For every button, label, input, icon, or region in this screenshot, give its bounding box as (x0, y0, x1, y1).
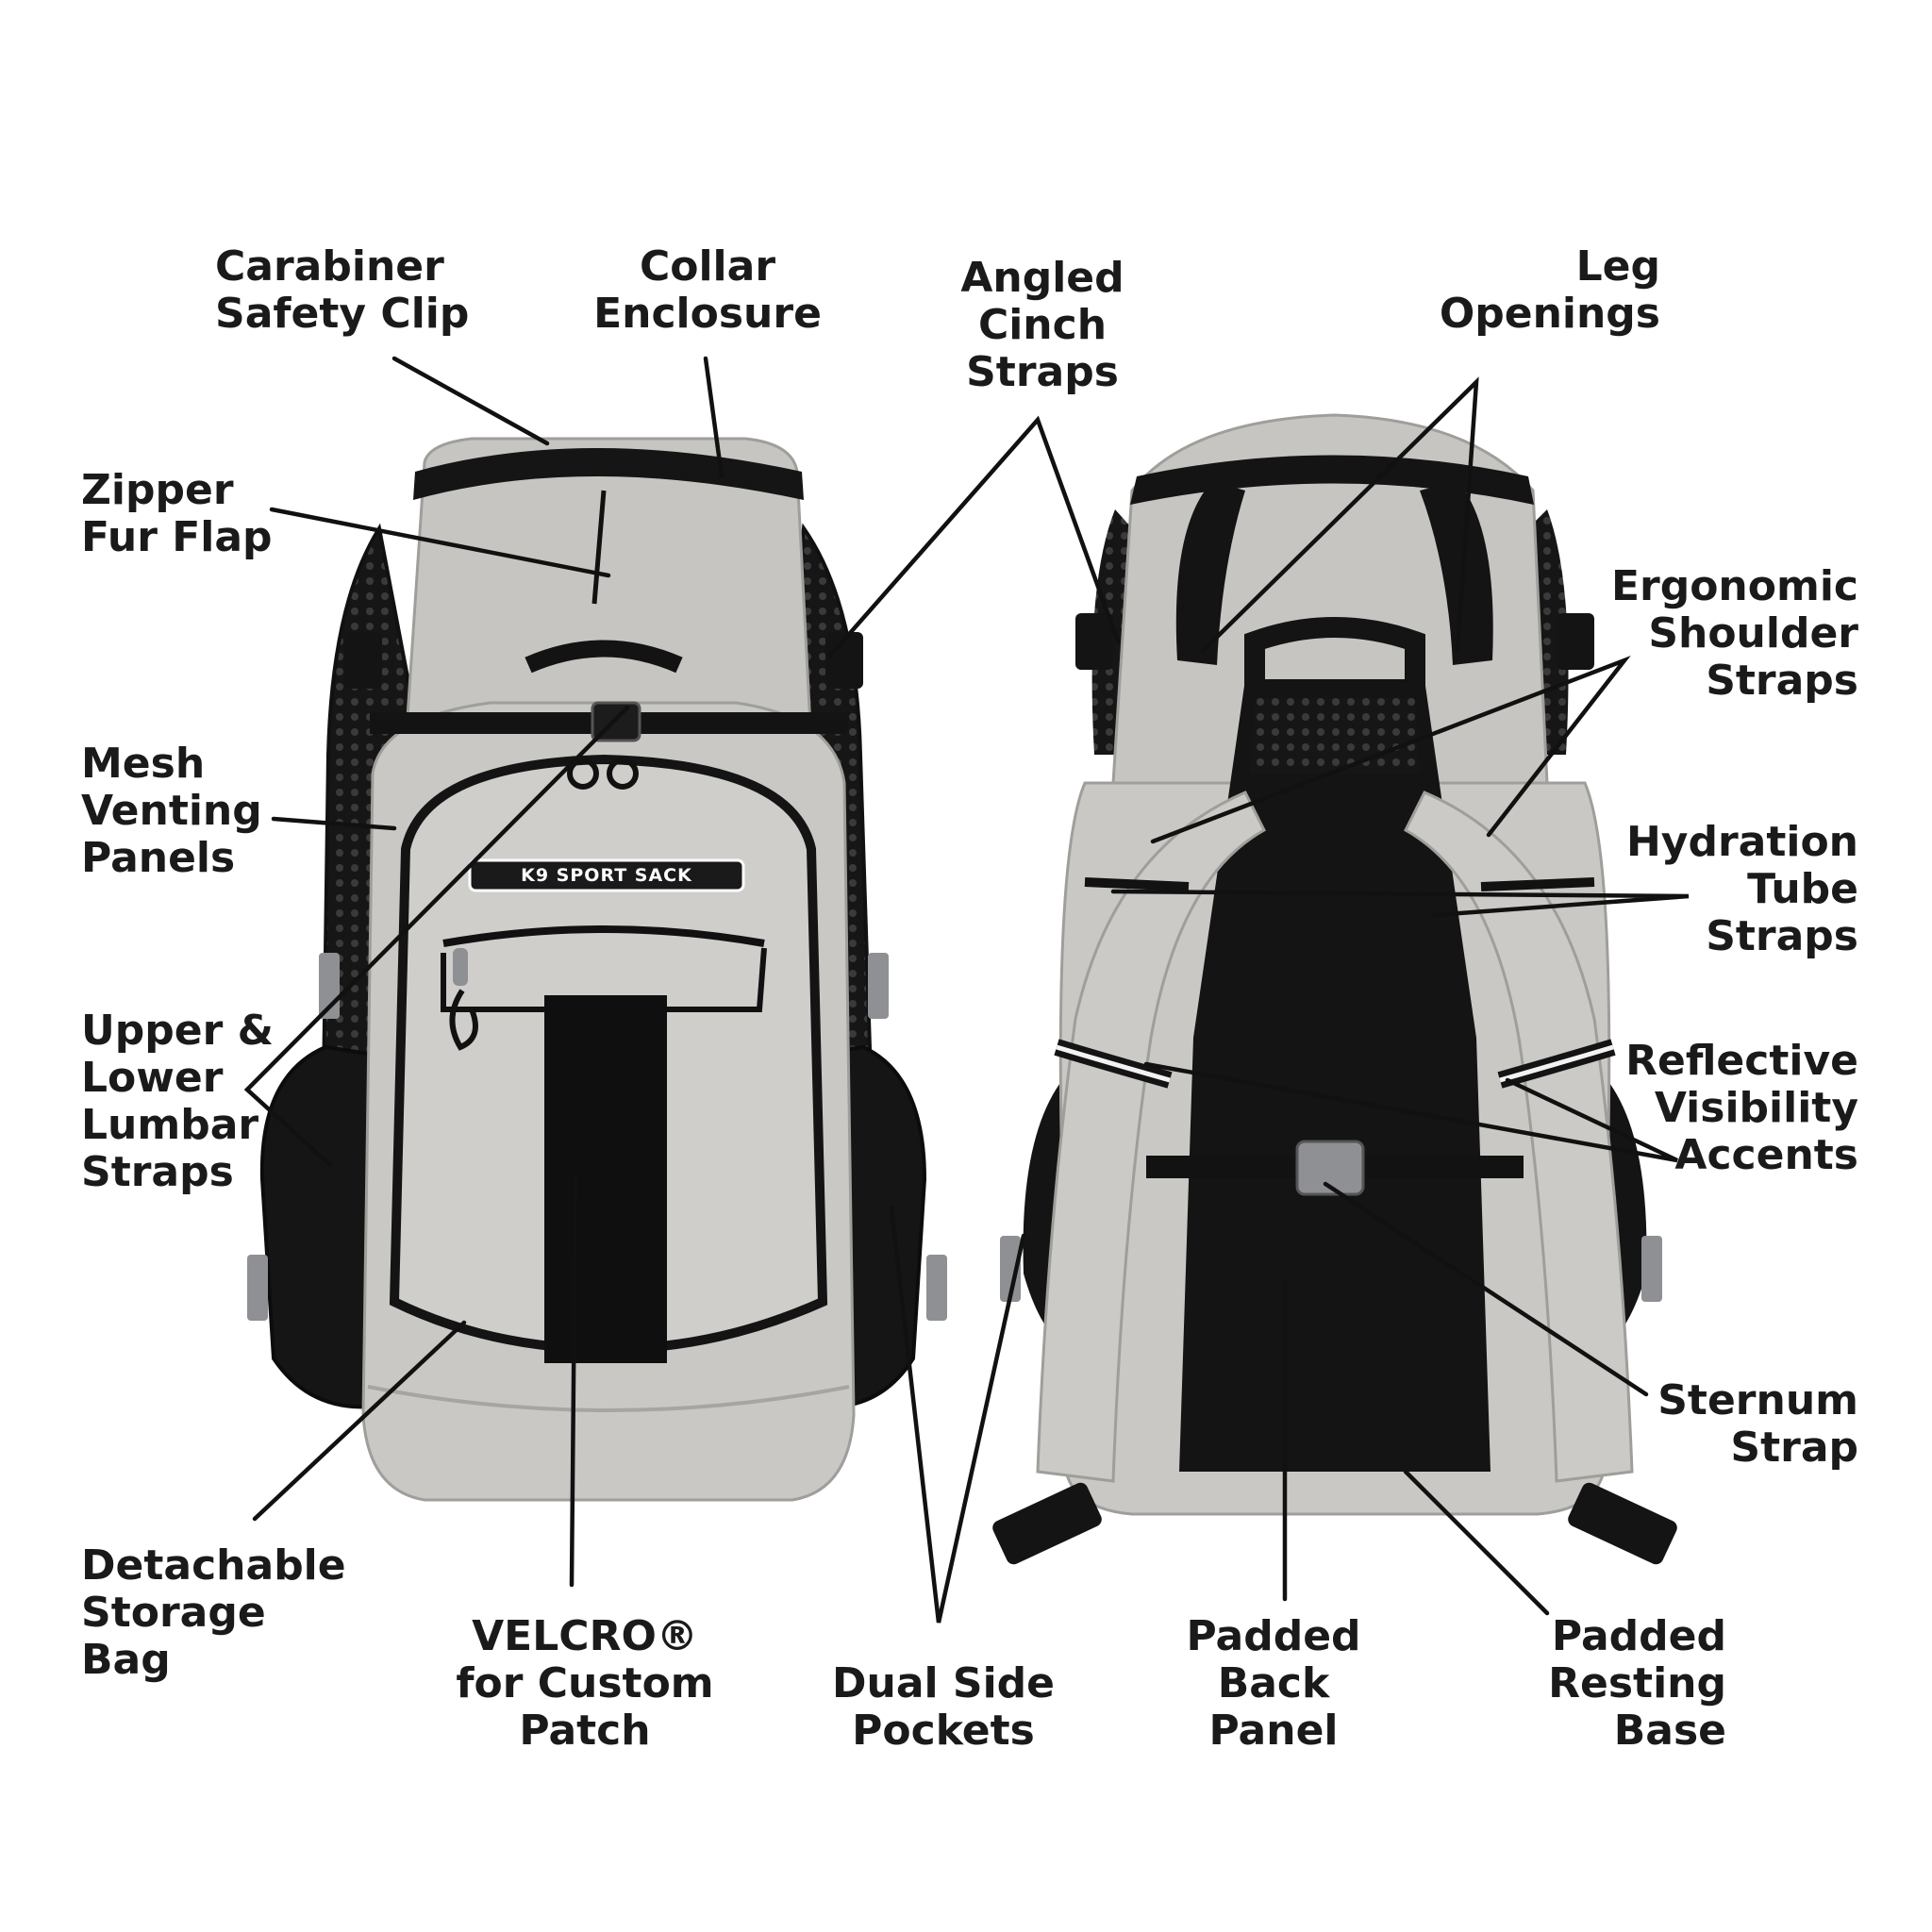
leader-pockets (889, 1205, 1026, 1624)
back-right-shoulder-strap (1404, 791, 1634, 1483)
callout-reflective-visibility-accents: Reflective Visibility Accents (1625, 1037, 1858, 1179)
back-sternum-buckle (1295, 1140, 1365, 1196)
front-right-lumbar-buckle (868, 953, 889, 1019)
leader-hydration (1110, 889, 1690, 918)
callout-ergonomic-shoulder-straps: Ergonomic Shoulder Straps (1610, 562, 1858, 705)
callout-angled-cinch-straps: Angled Cinch Straps (960, 254, 1124, 396)
callout-detachable-storage-bag: Detachable Storage Bag (81, 1541, 346, 1684)
callout-lumbar-straps: Upper & Lower Lumbar Straps (81, 1007, 274, 1196)
leader-mesh (271, 816, 397, 831)
front-hood-rim (413, 448, 804, 500)
front-right-cinch-buckle (825, 632, 863, 689)
back-left-leg-opening (1175, 481, 1245, 665)
back-left-hydration-strap (1084, 877, 1190, 891)
leader-lines (243, 356, 1690, 1624)
front-left-lower-buckle (247, 1255, 268, 1321)
leader-lumbar (243, 705, 630, 1168)
leader-collar (703, 356, 724, 479)
leader-sternum (1323, 1181, 1649, 1397)
back-padded-panel (1179, 679, 1491, 1472)
leader-base (1403, 1469, 1550, 1616)
back-top-handle (1244, 617, 1425, 698)
back-right-bottom-adjuster (1568, 1482, 1677, 1565)
front-base-seam (367, 1385, 850, 1412)
leader-storage (252, 1320, 467, 1522)
front-zip-pocket-line (442, 925, 765, 947)
back-left-shoulder-strap (1036, 791, 1266, 1483)
leader-cinch (827, 415, 1121, 658)
callout-sternum-strap: Sternum Strap (1657, 1376, 1858, 1472)
back-right-hydration-strap (1480, 877, 1595, 891)
brand-logo: K9 SPORT SACK (521, 865, 692, 886)
leader-zipper (269, 507, 611, 578)
front-logo-badge (468, 858, 745, 892)
front-left-cinch-buckle (344, 632, 382, 689)
callout-padded-back-panel: Padded Back Panel (1186, 1612, 1361, 1755)
leader-carabiner (391, 356, 550, 446)
back-backpack-view (992, 413, 1677, 1565)
leader-velcro (569, 1174, 578, 1588)
front-velcro-patch (544, 995, 667, 1363)
leader-ergonomic (1150, 656, 1631, 844)
callout-mesh-venting-panels: Mesh Venting Panels (81, 740, 262, 882)
callout-zipper-fur-flap: Zipper Fur Flap (81, 466, 273, 561)
front-carabiner-ring-2 (607, 758, 639, 790)
callout-collar-enclosure: Collar Enclosure (593, 242, 822, 338)
back-left-bottom-adjuster (992, 1482, 1102, 1565)
leader-leg (1200, 376, 1479, 654)
front-right-lower-buckle (926, 1255, 947, 1321)
front-handle (525, 640, 683, 674)
callout-velcro-patch: VELCRO® for Custom Patch (456, 1612, 714, 1755)
callout-dual-side-pockets: Dual Side Pockets (831, 1659, 1056, 1755)
leader-reflective (1143, 1061, 1678, 1163)
back-hood-rim (1130, 455, 1534, 505)
back-right-leg-opening (1420, 481, 1493, 665)
callout-leg-openings: Leg Openings (1439, 242, 1660, 338)
front-carabiner-ring-1 (567, 758, 599, 790)
callout-padded-resting-base: Padded Resting Base (1548, 1612, 1726, 1755)
callout-hydration-tube-straps: Hydration Tube Straps (1625, 818, 1858, 960)
callout-carabiner-safety-clip: Carabiner Safety Clip (215, 242, 470, 338)
front-backpack-view (247, 437, 947, 1502)
